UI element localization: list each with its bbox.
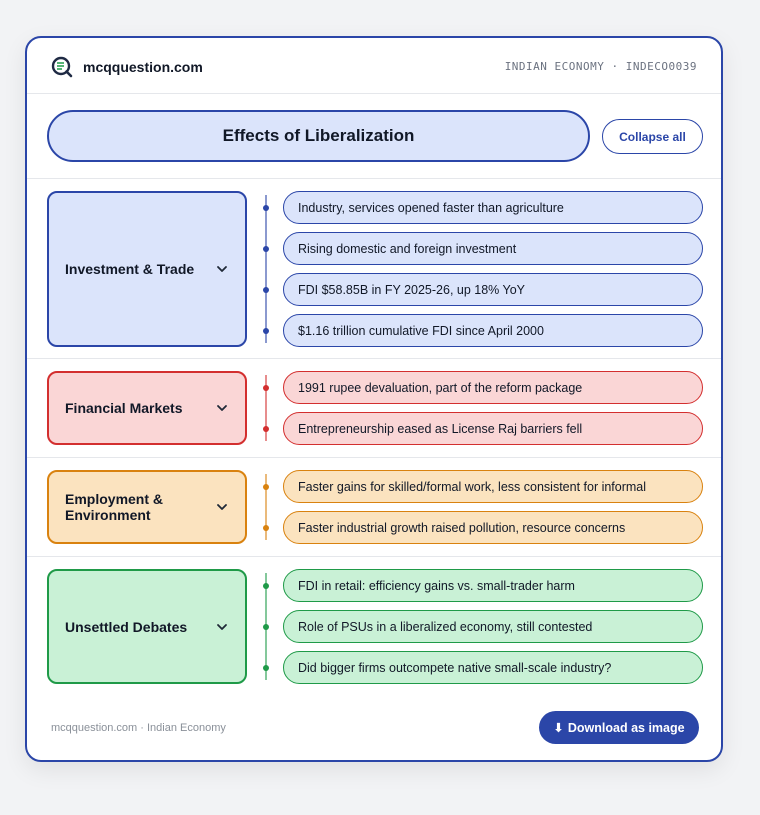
- card-header: mcqquestion.com INDIAN ECONOMY · INDECO0…: [27, 38, 721, 94]
- connector-dot: [263, 205, 269, 211]
- effect-item: FDI $58.85B in FY 2025-26, up 18% YoY: [283, 273, 703, 306]
- download-label: Download as image: [567, 720, 685, 735]
- category-label: Employment & Environment: [65, 491, 164, 523]
- effect-item: Role of PSUs in a liberalized economy, s…: [283, 610, 703, 643]
- topic-code: INDIAN ECONOMY · INDECO0039: [504, 60, 697, 73]
- effect-item: Entrepreneurship eased as License Raj ba…: [283, 412, 703, 445]
- connector-line: [265, 195, 267, 343]
- connector-line: [265, 474, 267, 540]
- download-icon: ⬇: [553, 721, 564, 735]
- collapse-all-button[interactable]: Collapse all: [602, 119, 703, 154]
- page-title: Effects of Liberalization: [47, 110, 590, 162]
- connector-dot: [263, 287, 269, 293]
- chevron-down-icon: [217, 266, 227, 272]
- brand-name: mcqquestion.com: [83, 59, 203, 75]
- connector-dot: [263, 426, 269, 432]
- category-label: Financial Markets: [65, 400, 183, 416]
- effect-item: 1991 rupee devaluation, part of the refo…: [283, 371, 703, 404]
- connector-dot: [263, 525, 269, 531]
- section: Employment & Environment Faster gains for…: [27, 458, 721, 557]
- connector-dot: [263, 624, 269, 630]
- category-toggle[interactable]: Employment & Environment: [47, 470, 247, 544]
- effect-item: $1.16 trillion cumulative FDI since Apri…: [283, 314, 703, 347]
- connector-dot: [263, 665, 269, 671]
- category-toggle[interactable]: Financial Markets: [47, 371, 247, 445]
- brand[interactable]: mcqquestion.com: [51, 56, 203, 78]
- effect-item: Faster gains for skilled/formal work, le…: [283, 470, 703, 503]
- mindmap-card: mcqquestion.com INDIAN ECONOMY · INDECO0…: [25, 36, 723, 762]
- chevron-down-icon: [217, 623, 227, 630]
- category-label: Investment & Trade: [65, 261, 195, 277]
- footer-text: mcqquestion.com · Indian Economy: [51, 722, 226, 734]
- chevron-down-icon: [217, 504, 227, 510]
- category-toggle[interactable]: Unsettled Debates: [47, 569, 247, 684]
- logo-icon: [51, 56, 73, 78]
- connector-dot: [263, 385, 269, 391]
- connector-dot: [263, 484, 269, 490]
- connector-line: [265, 375, 267, 441]
- effect-item: FDI in retail: efficiency gains vs. smal…: [283, 569, 703, 602]
- effect-item: Did bigger firms outcompete native small…: [283, 651, 703, 684]
- section: Unsettled Debates FDI in retail: efficien…: [27, 557, 721, 697]
- section: Investment & Trade Industry, services ope…: [27, 179, 721, 359]
- effect-item: Rising domestic and foreign investment: [283, 232, 703, 265]
- connector-dot: [263, 583, 269, 589]
- chevron-down-icon: [217, 405, 227, 411]
- connector-dot: [263, 328, 269, 334]
- effect-item: Faster industrial growth raised pollutio…: [283, 511, 703, 544]
- category-label: Unsettled Debates: [65, 618, 188, 635]
- title-row: Effects of Liberalization Collapse all: [27, 94, 721, 179]
- download-button[interactable]: ⬇ Download as image: [539, 711, 699, 744]
- section: Financial Markets 1991 rupee devaluation,…: [27, 359, 721, 458]
- category-toggle[interactable]: Investment & Trade: [47, 191, 247, 347]
- effect-item: Industry, services opened faster than ag…: [283, 191, 703, 224]
- connector-dot: [263, 246, 269, 252]
